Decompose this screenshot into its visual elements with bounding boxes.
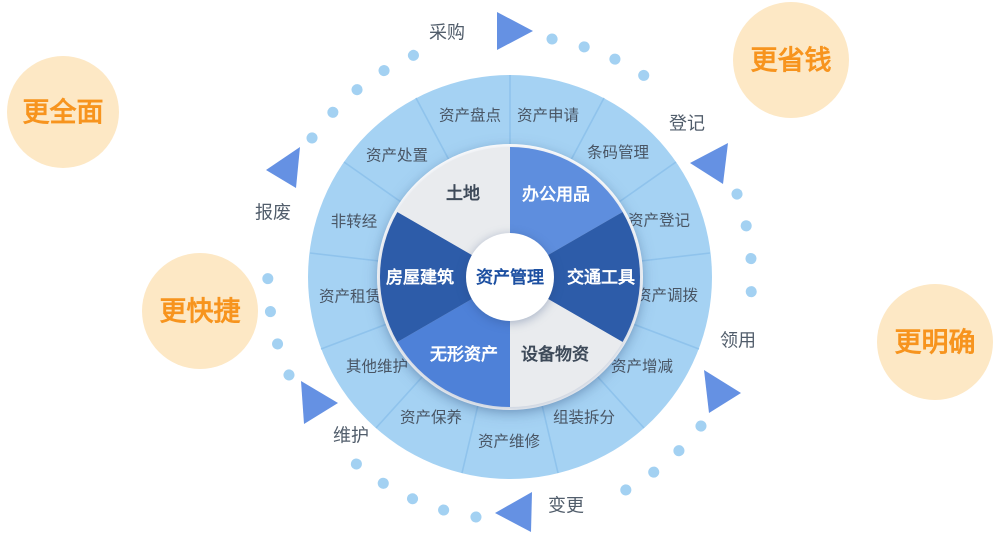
arrow-bottom-icon (495, 492, 532, 532)
wheel-label-intangible: 无形资产 (429, 344, 498, 364)
ring-item-asset-lease: 资产租赁 (319, 287, 381, 305)
cycle-step-purchase: 采购 (429, 22, 465, 42)
ring-divider (632, 323, 700, 350)
badge-label: 更快捷 (160, 296, 242, 326)
ring-divider (618, 161, 677, 203)
arrow-top-icon (497, 12, 533, 50)
benefit-badges: 更全面 更省钱 更快捷 更明确 (7, 2, 993, 400)
wheel-label-buildings: 房屋建筑 (386, 267, 454, 287)
ring-item-assemble-split: 组装拆分 (553, 408, 615, 426)
ring-divider (375, 375, 424, 429)
dotted-arc-right (731, 188, 758, 325)
dotted-arc-top-left (306, 47, 425, 144)
badge-disc (877, 284, 993, 400)
ring-divider (309, 252, 380, 262)
ring-item-barcode-mgmt: 条码管理 (587, 143, 649, 161)
badge-label: 更明确 (895, 326, 976, 357)
cycle-step-register: 登记 (669, 113, 705, 133)
wheel-label-land: 土地 (446, 183, 480, 203)
ring-item-asset-transfer: 资产调拨 (636, 286, 699, 304)
ring-item-asset-register: 资产登记 (628, 211, 690, 229)
badge-disc (733, 2, 849, 118)
badge-more-clear: 更明确 (877, 284, 993, 400)
ring-item-non-transfer: 非转经 (331, 212, 378, 230)
ring-divider (596, 375, 645, 429)
cycle-step-receive: 领用 (720, 330, 756, 350)
ring-item-asset-repair: 资产维修 (478, 432, 541, 450)
dotted-cycle-ring (262, 33, 758, 523)
badge-label: 更全面 (23, 96, 104, 127)
wheel-label-equipment: 设备物资 (521, 344, 589, 364)
ring-divider (541, 404, 559, 474)
feature-ring-dividers (309, 75, 711, 474)
ring-item-asset-request: 资产申请 (517, 106, 579, 124)
dotted-arc-bottom-right (614, 420, 707, 499)
badge-label: 更省钱 (751, 45, 832, 75)
ring-divider (461, 404, 479, 474)
wheel-label-office-supplies: 办公用品 (522, 184, 590, 204)
ring-item-asset-inventory: 资产盘点 (439, 105, 501, 124)
ring-item-asset-disposal: 资产处置 (366, 146, 428, 164)
badge-more-comprehensive: 更全面 (7, 56, 119, 168)
ring-divider (640, 252, 711, 262)
center-hub-disc (466, 233, 554, 321)
dotted-arc-left (262, 246, 295, 381)
dotted-arc-bottom-left (348, 456, 482, 523)
arrow-left-icon (266, 147, 300, 188)
cycle-labels: 采购 登记 领用 变更 维护 报废 (255, 22, 756, 515)
ring-item-asset-upkeep: 资产保养 (400, 408, 462, 426)
wheel-sector-vehicles (510, 212, 641, 342)
arrow-right-icon (704, 370, 741, 413)
ring-divider (320, 323, 388, 350)
cycle-step-change: 变更 (548, 495, 584, 515)
cycle-step-scrap: 报废 (255, 202, 291, 222)
center-hub-title: 资产管理 (476, 267, 544, 287)
ring-item-other-maintain: 其他维护 (346, 357, 408, 375)
ring-item-asset-inc-dec: 资产增减 (611, 357, 674, 375)
center-hub: 资产管理 (466, 233, 554, 321)
dotted-arc-top-right (546, 33, 672, 98)
wheel-label-vehicles: 交通工具 (567, 267, 635, 287)
badge-more-economical: 更省钱 (733, 2, 849, 118)
badge-disc (7, 56, 119, 168)
ring-divider (343, 161, 402, 203)
cycle-step-maintain: 维护 (333, 425, 369, 445)
badge-more-efficient: 更快捷 (142, 253, 258, 369)
wheel-sector-buildings (379, 212, 510, 342)
feature-ring-labels: 资产申请 条码管理 资产登记 资产调拨 资产增减 组装拆分 资产维修 资产保养 … (319, 105, 699, 450)
ring-divider (415, 97, 450, 161)
ring-divider (570, 97, 605, 161)
badge-disc (142, 253, 258, 369)
arrow-top-right-icon (690, 143, 728, 184)
cycle-arrows (266, 12, 741, 532)
arrow-bottom-left-icon (301, 381, 338, 424)
